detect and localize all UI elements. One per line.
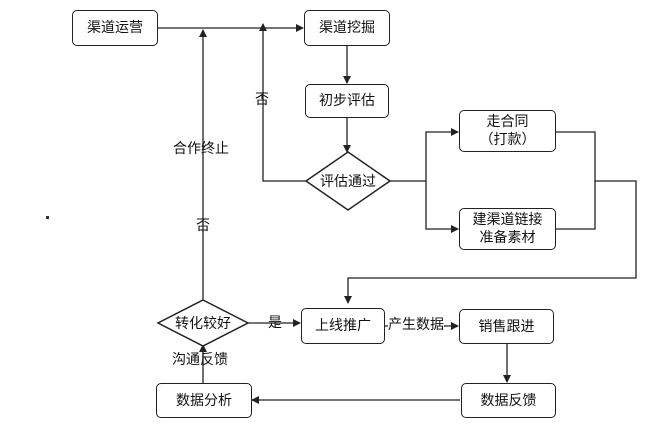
edge-pass-branch [390, 128, 459, 182]
node-initial-eval: 初步评估 [305, 84, 389, 118]
node-contract: 走合同 （打款） [459, 110, 556, 152]
node-channel-mining: 渠道挖掘 [304, 10, 390, 46]
label-coop-end: 合作终止 [173, 141, 229, 157]
decision-eval-pass-shape [304, 151, 392, 211]
edge-pass-no-loop [262, 30, 306, 182]
node-build-link: 建渠道链接 准备素材 [459, 208, 556, 250]
label-no-left: 否 [255, 92, 269, 108]
node-sales-follow: 销售跟进 [459, 309, 554, 344]
label-produce-data: 产生数据 [388, 317, 444, 333]
node-conversion-ok: 转化较好 [175, 316, 231, 332]
label-no-mid: 否 [196, 218, 210, 234]
node-data-feedback: 数据反馈 [461, 383, 556, 418]
label-communicate-feedback: 沟通反馈 [172, 352, 228, 368]
node-data-analysis: 数据分析 [156, 383, 252, 418]
node-eval-pass: 评估通过 [320, 174, 376, 190]
edge-contract-merge [344, 131, 637, 304]
node-go-live: 上线推广 [301, 308, 385, 344]
decision-conversion-shape [156, 299, 250, 347]
node-channel-ops: 渠道运营 [72, 10, 158, 46]
stray-mark [46, 216, 49, 219]
label-yes: 是 [268, 315, 282, 331]
